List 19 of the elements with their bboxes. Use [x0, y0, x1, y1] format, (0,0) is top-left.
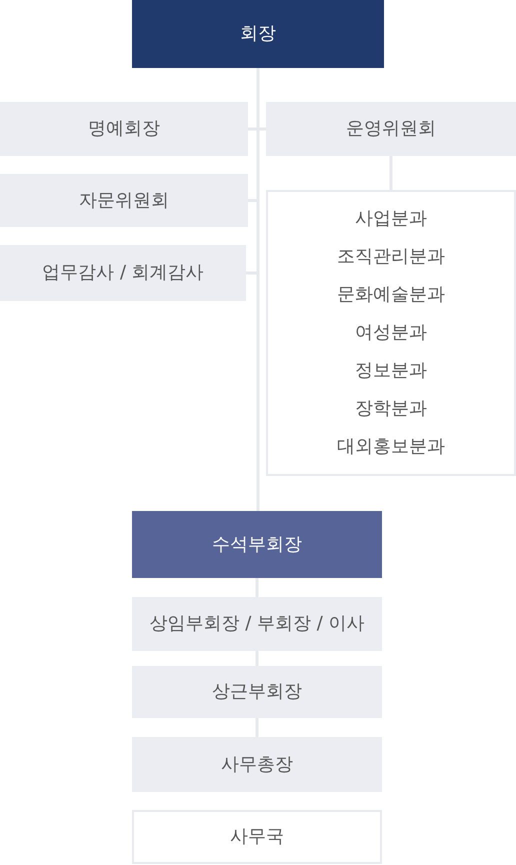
- box-label: 운영위원회: [346, 118, 436, 140]
- box-label: 수석부회장: [212, 534, 302, 556]
- org-chart-box: [132, 0, 384, 68]
- box-label: 자문위원회: [79, 190, 169, 212]
- box-label: 문화예술분과: [337, 283, 445, 307]
- box-label: 사업분과: [355, 207, 427, 231]
- box-label: 장학분과: [355, 397, 427, 421]
- box-label: 대외홍보분과: [337, 435, 445, 459]
- box-label: 명예회장: [88, 118, 160, 140]
- box-label: 상임부회장 / 부회장 / 이사: [149, 613, 364, 635]
- box-label: 상근부회장: [212, 681, 302, 703]
- box-label: 사무총장: [221, 754, 293, 776]
- box-label: 조직관리분과: [337, 245, 445, 269]
- box-label: 사무국: [230, 826, 284, 848]
- box-label: 회장: [240, 23, 276, 45]
- org-chart-box: [132, 511, 382, 578]
- box-label: 업무감사 / 회계감사: [42, 262, 204, 284]
- box-label: 여성분과: [355, 321, 427, 345]
- box-label: 정보분과: [355, 359, 427, 383]
